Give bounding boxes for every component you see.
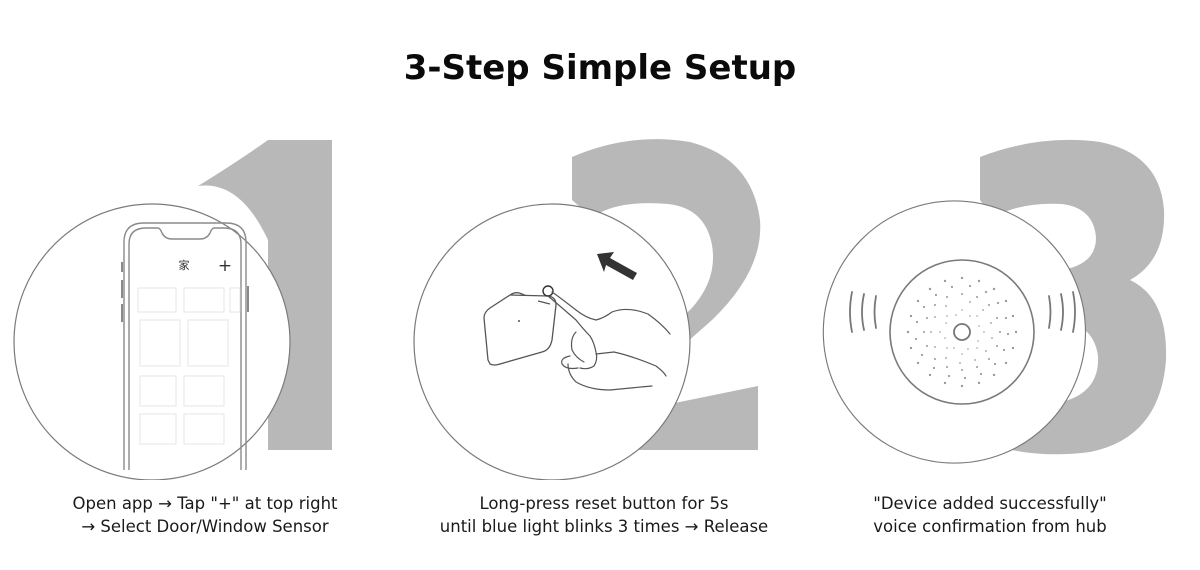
step-2-illustration <box>413 139 761 480</box>
step-1-caption: Open app → Tap "+" at top right → Select… <box>5 492 405 538</box>
sound-waves-right-icon <box>1048 291 1076 333</box>
add-icon: + <box>218 256 232 276</box>
step-2 <box>400 120 800 480</box>
caption-line: Long-press reset button for 5s <box>479 494 729 513</box>
step-1-illustration: 家 + <box>13 140 332 480</box>
arrow-up-left-icon <box>597 252 637 280</box>
hub-led-icon <box>953 323 971 341</box>
page-title: 3-Step Simple Setup <box>403 48 797 88</box>
step-2-caption: Long-press reset button for 5s until blu… <box>404 492 804 538</box>
caption-line: → Select Door/Window Sensor <box>81 517 329 536</box>
step-1: 家 + <box>0 120 400 480</box>
caption-line: Open app → Tap "+" at top right <box>72 494 338 513</box>
numeral-1-icon <box>198 140 332 450</box>
sound-waves-left-icon <box>849 291 877 333</box>
caption-line: until blue light blinks 3 times → Releas… <box>439 517 769 536</box>
step-3-caption: "Device added successfully" voice confir… <box>790 492 1190 538</box>
step-3 <box>800 120 1200 480</box>
step-3-illustration <box>822 139 1167 464</box>
phone-icon <box>121 222 249 470</box>
hand-icon <box>547 291 671 391</box>
speaker-grille-icon <box>906 276 1018 388</box>
sensor-device-icon <box>483 292 557 366</box>
caption-line: voice confirmation from hub <box>873 517 1107 536</box>
caption-line: "Device added successfully" <box>873 494 1107 513</box>
home-glyph: 家 <box>179 258 190 272</box>
